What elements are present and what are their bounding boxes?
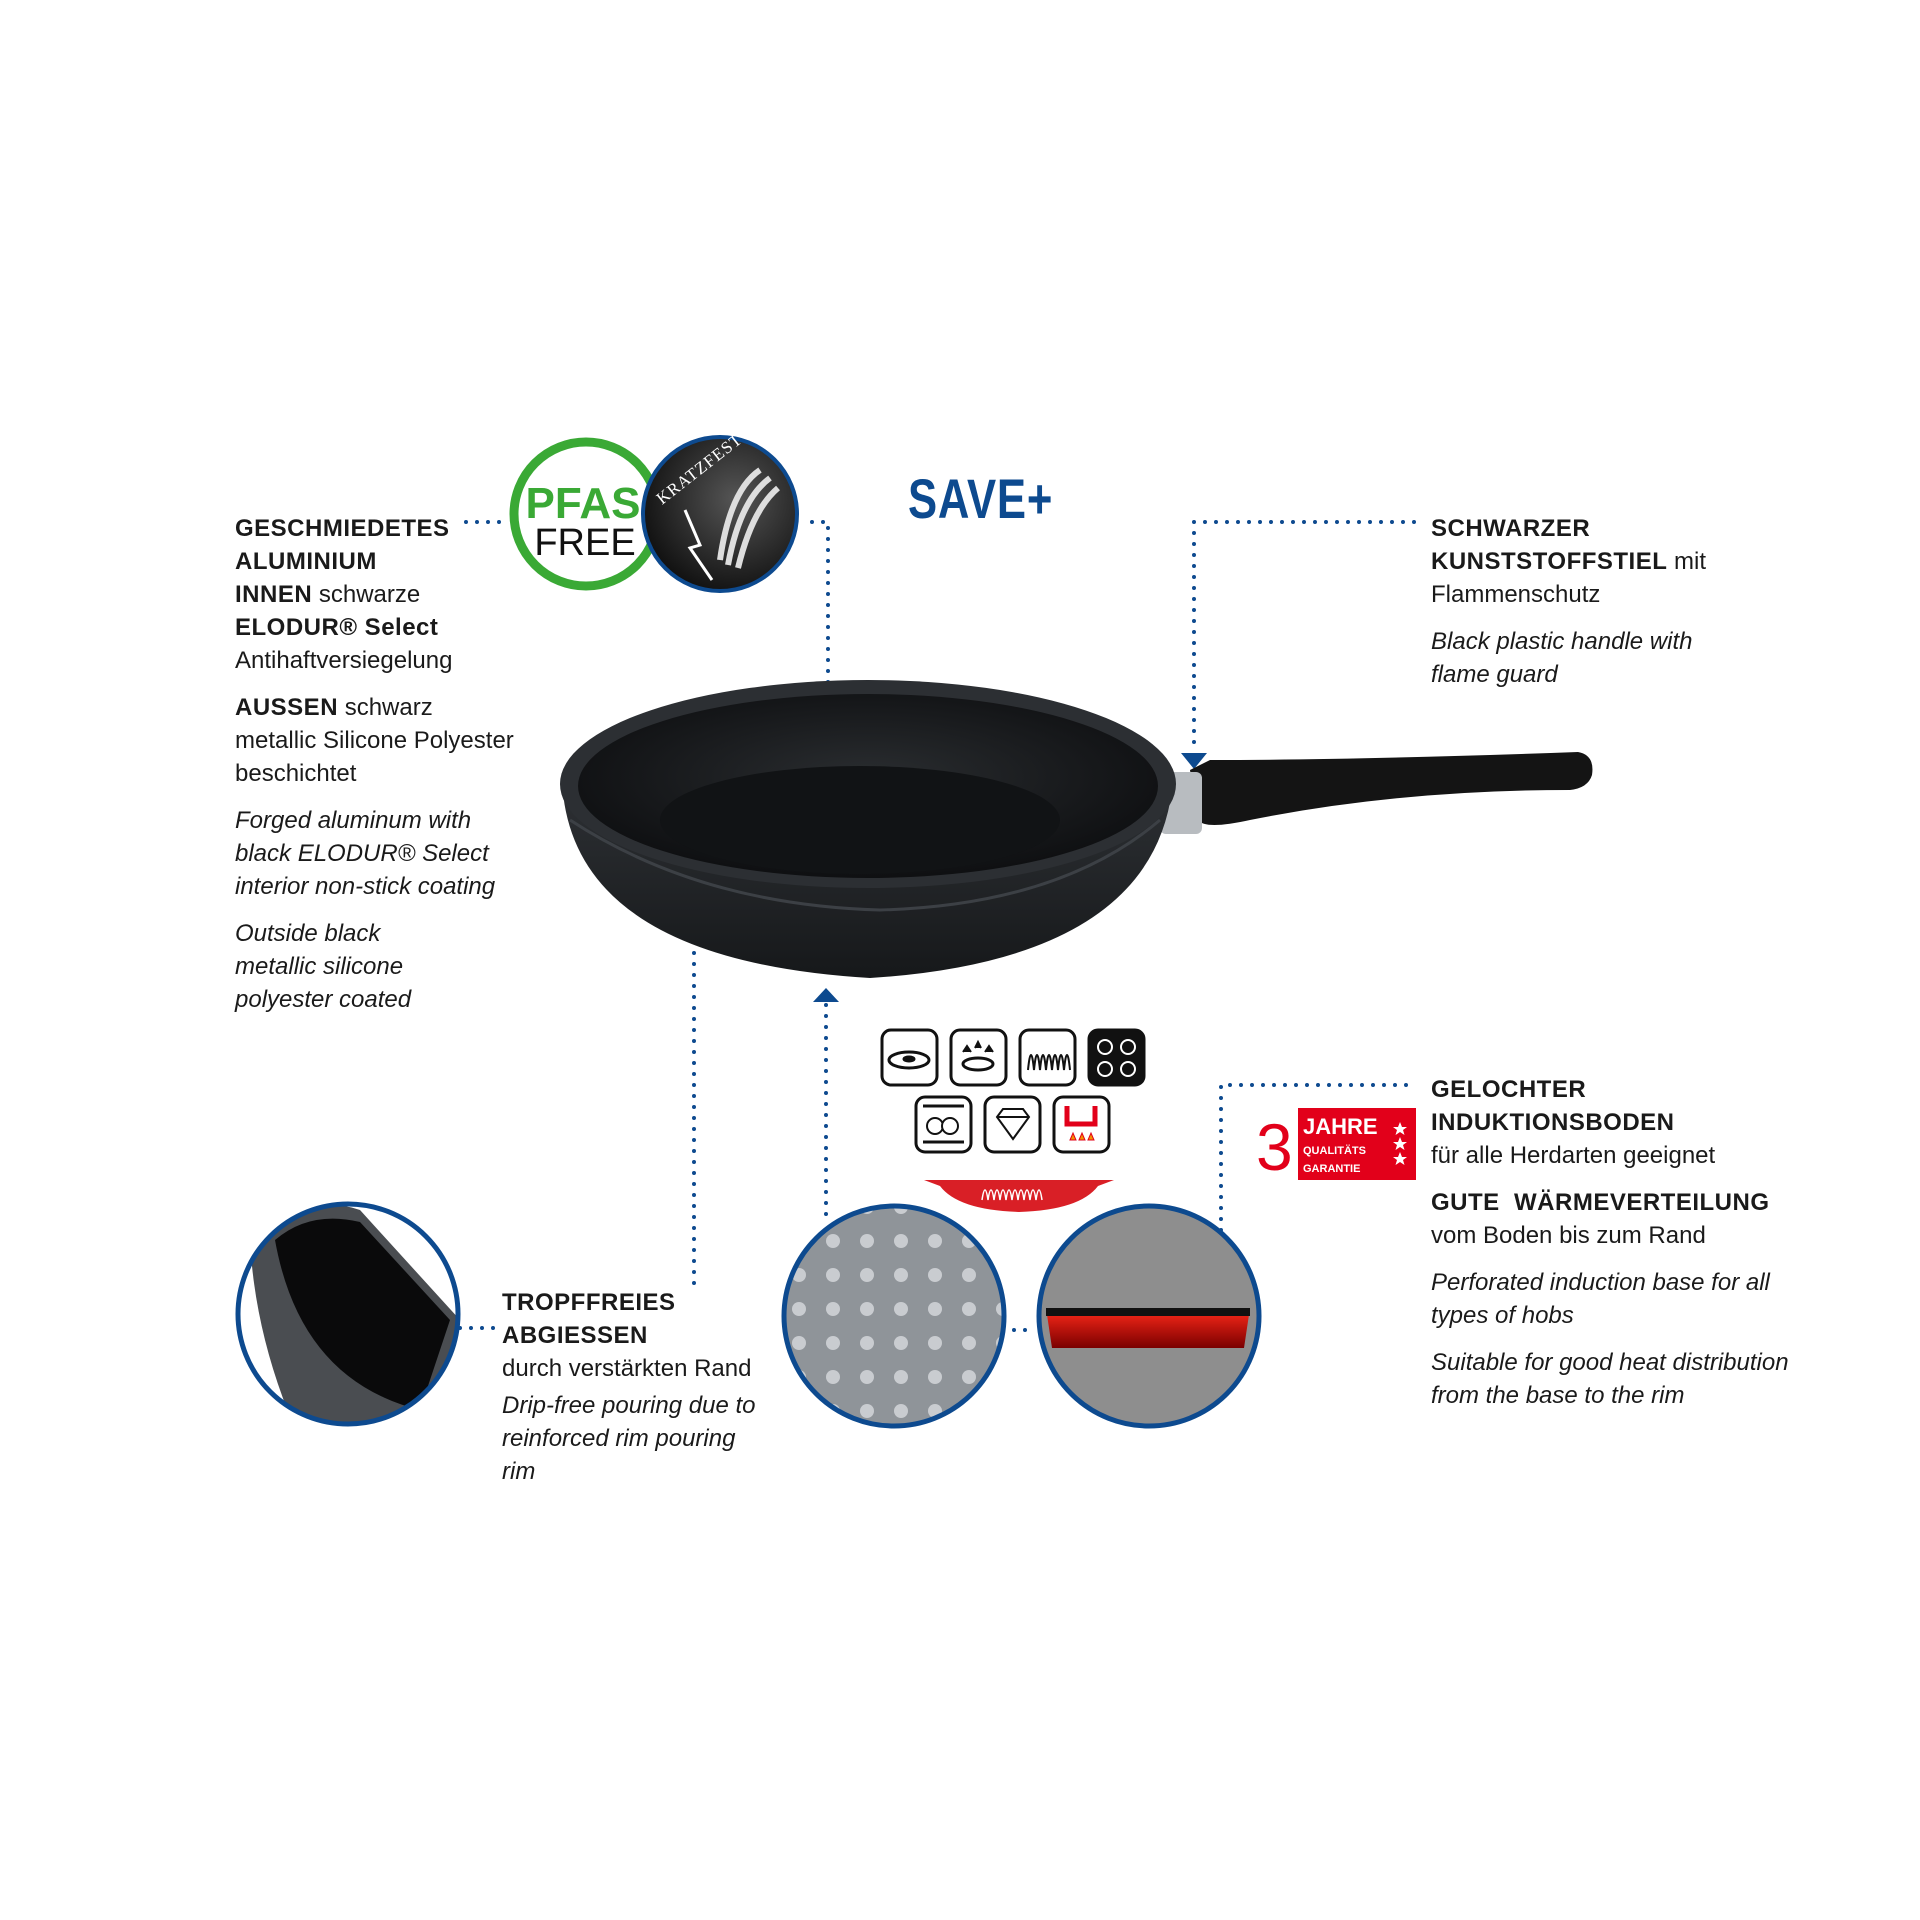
label: AUSSEN (235, 694, 339, 721)
heading: GUTE WÄRMEVERTEILUNG (1431, 1189, 1770, 1216)
heading: SCHWARZER (1431, 515, 1591, 542)
text: mit (1667, 548, 1707, 575)
handle-description: SCHWARZER KUNSTSTOFFSTIEL mit Flammensch… (1431, 512, 1871, 705)
pouring-description: TROPFFREIES ABGIESSEN durch verstärkten … (502, 1286, 802, 1502)
heat-distribution-closeup (1036, 1203, 1262, 1429)
material-description: GESCHMIEDETES ALUMINIUM INNEN schwarze E… (235, 512, 565, 1030)
text: vom Boden bis zum Rand (1431, 1222, 1706, 1249)
electric-plate-icon (880, 1028, 939, 1087)
induction-base-graphic (924, 1180, 1114, 1212)
text: beschichtet (235, 760, 357, 787)
guarantee-badge: 3 JAHRE QUALITÄTS GARANTIE (1256, 1108, 1416, 1184)
heading: INDUKTIONSBODEN (1431, 1109, 1675, 1136)
english-text: from the base to the rim (1431, 1382, 1685, 1409)
english-text: Forged aluminum with (235, 807, 472, 834)
ceramic-hob-icon (1087, 1028, 1146, 1087)
pfas-free-badge: PFAS FREE (509, 437, 663, 591)
english-text: Perforated induction base for all (1431, 1269, 1770, 1296)
pouring-rim-closeup (235, 1201, 461, 1427)
guarantee-quality: QUALITÄTS (1303, 1144, 1366, 1157)
product-line-logo: SAVE+ (908, 467, 1054, 530)
induction-icon (1052, 1095, 1111, 1154)
english-text: Suitable for good heat distribution (1431, 1349, 1789, 1376)
base-description: GELOCHTER INDUKTIONSBODEN für alle Herda… (1431, 1073, 1891, 1426)
text: schwarze (312, 581, 421, 608)
english-text: polyester coated (235, 986, 412, 1013)
guarantee-label: GARANTIE (1303, 1163, 1360, 1175)
heading: TROPFFREIES (502, 1289, 676, 1316)
english-text: black ELODUR® Select (235, 840, 489, 867)
heading: ABGIESSEN (502, 1322, 648, 1349)
english-text: interior non-stick coating (235, 873, 496, 900)
dishwasher-icon (914, 1095, 973, 1154)
star-icons (1393, 1122, 1407, 1165)
gas-burner-icon (949, 1028, 1008, 1087)
heading: KUNSTSTOFFSTIEL (1431, 548, 1668, 575)
text: schwarz (338, 694, 433, 721)
label: INNEN (235, 581, 313, 608)
guarantee-number: 3 (1256, 1110, 1293, 1184)
text: durch verstärkten Rand (502, 1355, 752, 1382)
english-text: Outside black (235, 920, 381, 947)
heading: GELOCHTER (1431, 1076, 1587, 1103)
guarantee-years: JAHRE (1303, 1114, 1378, 1139)
pfas-text: PFAS (526, 479, 641, 528)
english-text: Drip-free pouring due to (502, 1392, 756, 1419)
english-text: metallic silicone (235, 953, 404, 980)
free-text: FREE (534, 522, 635, 564)
english-text: flame guard (1431, 661, 1558, 688)
english-text: rim (502, 1458, 536, 1485)
heading: GESCHMIEDETES (235, 515, 450, 542)
radiant-coil-icon (1018, 1028, 1077, 1087)
perforated-base-closeup (781, 1203, 1007, 1429)
english-text: types of hobs (1431, 1302, 1574, 1329)
text: Flammenschutz (1431, 581, 1601, 608)
text: für alle Herdarten geeignet (1431, 1142, 1716, 1169)
hob-icons (880, 1028, 1146, 1154)
english-text: Black plastic handle with (1431, 628, 1693, 655)
text: Antihaftversiegelung (235, 647, 453, 674)
english-text: reinforced rim pouring (502, 1425, 736, 1452)
heading: ALUMINIUM (235, 548, 377, 575)
kratzfest-badge: KRATZFEST (641, 429, 799, 593)
text: metallic Silicone Polyester (235, 727, 514, 754)
diamond-icon (983, 1095, 1042, 1154)
leader-lines (458, 520, 1416, 1332)
label: ELODUR® Select (235, 614, 439, 641)
frying-pan-image (560, 680, 1593, 978)
